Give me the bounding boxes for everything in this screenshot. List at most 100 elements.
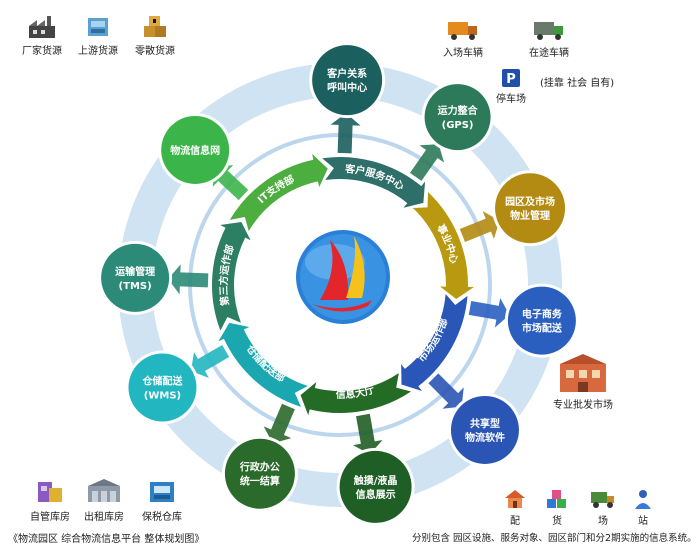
arrow-to-gps [409,144,445,181]
ring-segment-4 [218,322,308,407]
parking-icon: P [502,69,520,87]
warehouse-rental-label: 出租库房 [84,512,124,523]
service-yard-label: 场 [598,516,608,527]
node-label: (WMS) [144,391,181,402]
warehouse-self-label: 自管库房 [30,512,70,523]
ring-segment-2 [401,293,468,392]
service-goods[interactable]: 货 [542,488,572,527]
node-label: 市场配送 [522,322,563,335]
parking-label: 停车场 [496,94,526,105]
source-factory[interactable]: 厂家货源 [20,14,64,57]
node-label: 共享型 [470,417,500,430]
cubes-icon [547,490,566,508]
wholesale-market[interactable]: 专业批发市场 [548,350,618,411]
service-station[interactable]: 站 [628,488,658,527]
factory-icon [29,16,55,38]
service-station-label: 站 [638,516,648,527]
boxes-icon [144,16,166,37]
arrow-to-ecommerce [468,298,510,328]
ring-segment-5 [212,222,251,331]
node-wms[interactable]: 仓储配送 (WMS) [125,350,200,425]
node-circle [128,353,197,422]
warehouse-bonded[interactable]: 保税仓库 [138,476,186,523]
arrow-to-shared-software [428,373,464,409]
node-label: 呼叫中心 [327,81,367,94]
house-icon [505,490,525,508]
node-info-net[interactable]: 物流信息网 [158,112,233,187]
node-label: 物业管理 [510,209,550,222]
arrow-to-touch [353,413,383,455]
vehicle-entering-label: 入场车辆 [443,48,483,59]
node-label: 物流信息网 [170,144,220,157]
center-logo [296,230,390,324]
upstream-goods-icon [88,18,108,36]
system-nodes: 客户关系呼叫中心运力整合(GPS)园区及市场物业管理电子商务市场配送共享型物流软… [98,42,579,526]
bonded-warehouse-icon [150,482,174,502]
parking-lot[interactable]: P 停车场 [490,68,532,105]
node-label: 电子商务 [522,308,563,321]
footer-description: 分别包含 园区设施、服务对象、园区部门和分2期实施的信息系统。 [412,533,697,544]
node-label: 运输管理 [115,265,155,278]
node-label: 行政办公 [239,461,280,474]
rental-warehouse-icon [88,479,120,502]
node-label: (TMS) [119,281,152,292]
arrow-to-crm [330,113,361,154]
node-label: 客户关系 [326,67,367,80]
truck-icon [448,22,477,40]
arrow-to-wms [191,344,230,378]
vehicle-in-transit-label: 在途车辆 [529,48,569,59]
node-circle [161,115,230,184]
node-circle [450,395,519,464]
vehicle-in-transit[interactable]: 在途车辆 [523,18,575,59]
node-circle [495,173,566,244]
svg-text:P: P [506,72,516,87]
node-label: 园区及市场 [505,195,555,208]
arrow-to-admin [263,403,295,444]
warehouse-self-managed[interactable]: 自管库房 [26,476,74,523]
truck-green-icon [534,22,563,40]
node-label: 仓储配送 [141,375,183,388]
node-tms[interactable]: 运输管理 (TMS) [98,240,173,315]
cargo-truck-icon [591,492,614,508]
parking-note: (挂靠 社会 自有) [540,78,615,89]
node-label: 信息展示 [356,488,396,501]
person-icon [635,490,651,509]
node-circle [312,45,383,116]
ring-segment-6 [229,153,328,232]
node-label: 统一结算 [240,475,280,488]
service-yard[interactable]: 场 [586,488,620,527]
source-factory-label: 厂家货源 [22,46,62,57]
wholesale-label: 专业批发市场 [553,400,613,411]
self-warehouse-icon [38,482,62,502]
node-label: 触摸/液晶 [353,474,398,487]
service-delivery-label: 配 [510,516,520,527]
node-circle [101,243,170,312]
warehouse-bonded-label: 保税仓库 [142,512,182,523]
ring-segment-3 [300,373,412,416]
footer-title: 《物流园区 综合物流信息平台 整体规划图》 [8,534,205,545]
warehouse-rental[interactable]: 出租库房 [80,476,128,523]
node-circle [224,438,295,509]
arrow-to-tms [168,264,209,295]
vehicle-entering[interactable]: 入场车辆 [437,18,489,59]
node-circle [424,84,491,151]
node-circle [339,450,412,523]
ring-segment-1 [412,192,474,299]
source-scattered[interactable]: 零散货源 [133,14,177,57]
node-circle [507,286,576,355]
node-gps[interactable]: 运力整合(GPS) [421,81,494,154]
source-upstream[interactable]: 上游货源 [76,14,120,57]
market-building-icon [560,354,606,392]
service-goods-label: 货 [552,516,562,527]
arrow-to-park-mgmt [459,211,500,243]
service-delivery[interactable]: 配 [500,488,530,527]
source-upstream-label: 上游货源 [78,46,118,57]
